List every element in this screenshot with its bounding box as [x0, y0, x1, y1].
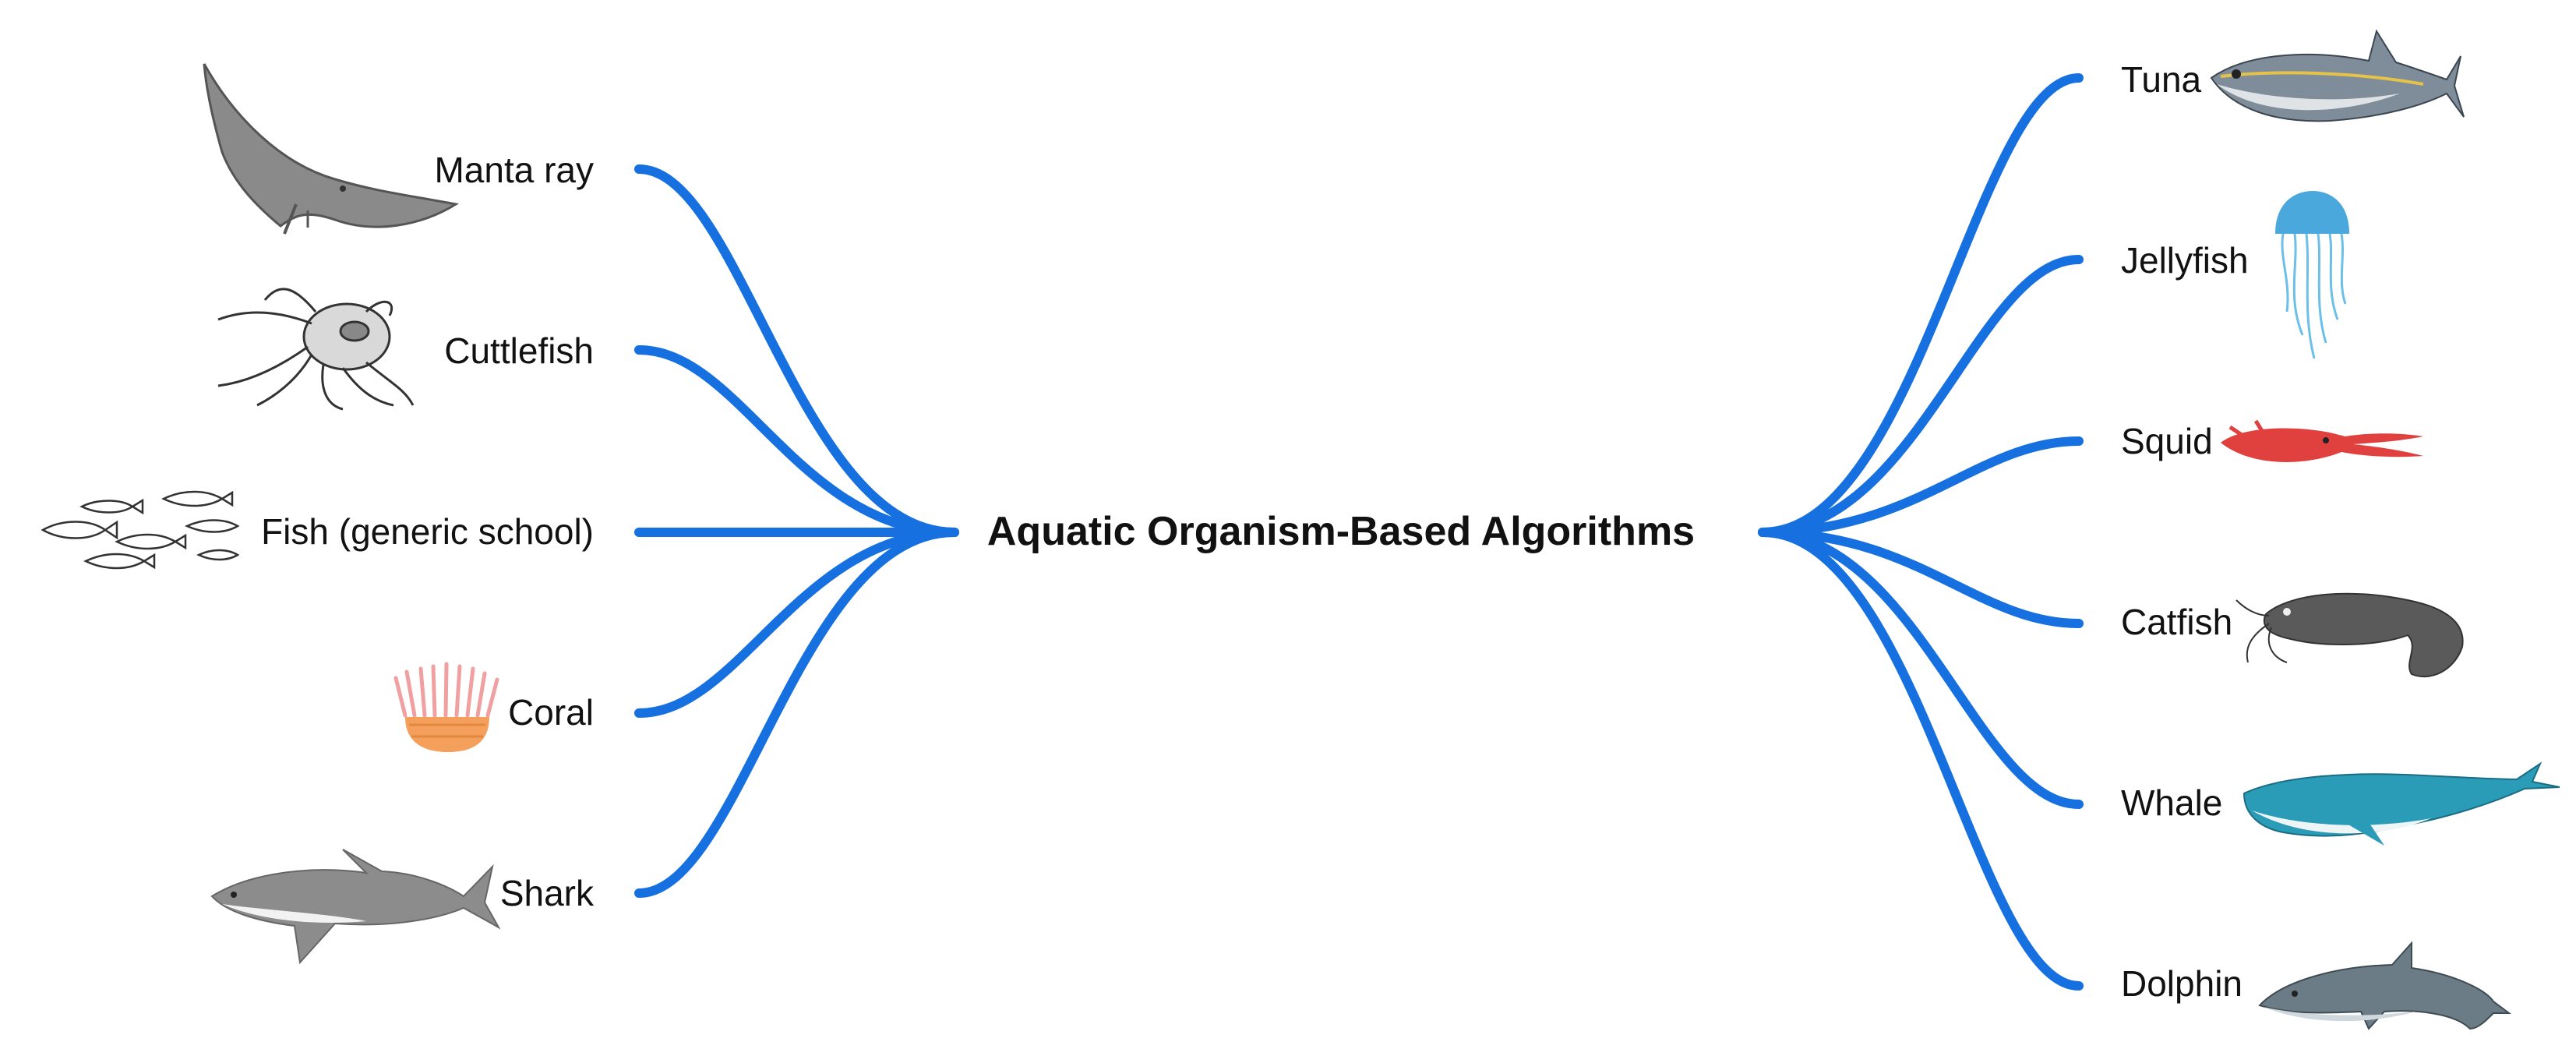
right-label-catfish: Catfish: [2121, 602, 2232, 642]
edge-right-catfish: [1758, 528, 2084, 628]
edge-right-jellyfish: [1758, 255, 2084, 537]
squid-icon: [2221, 419, 2423, 462]
left-label-shark: Shark: [500, 873, 595, 913]
coral-icon: [393, 662, 499, 752]
right-label-whale: Whale: [2121, 782, 2222, 823]
connector-edges: [634, 73, 2084, 991]
cuttlefish-icon: [217, 288, 415, 411]
right-label-squid: Squid: [2121, 421, 2213, 461]
shark-icon: [210, 849, 501, 965]
left-label-cuttlefish: Cuttlefish: [444, 330, 594, 371]
edge-right-dolphin: [1758, 528, 2084, 991]
edge-right-tuna: [1758, 73, 2084, 537]
left-label-fish-school: Fish (generic school): [261, 511, 594, 552]
catfish-icon: [2235, 592, 2464, 678]
tuna-icon: [2210, 29, 2465, 122]
edge-right-squid: [1758, 436, 2084, 537]
right-label-tuna: Tuna: [2121, 59, 2202, 100]
jellyfish-icon: [2275, 191, 2349, 359]
manta-ray-icon: [203, 63, 460, 235]
left-label-manta-ray: Manta ray: [434, 150, 594, 190]
right-label-dolphin: Dolphin: [2121, 963, 2243, 1004]
edge-left-manta-ray: [634, 164, 959, 537]
center-title: Aquatic Organism-Based Algorithms: [987, 509, 1695, 554]
right-label-jellyfish: Jellyfish: [2121, 240, 2249, 281]
dolphin-icon: [2258, 941, 2511, 1030]
edge-right-whale: [1758, 528, 2084, 809]
left-label-coral: Coral: [508, 692, 594, 733]
whale-icon: [2243, 761, 2560, 846]
edge-left-shark: [634, 528, 959, 898]
edge-left-cuttlefish: [634, 345, 959, 537]
fish-school-icon: [41, 490, 240, 570]
edge-left-coral: [634, 528, 959, 718]
